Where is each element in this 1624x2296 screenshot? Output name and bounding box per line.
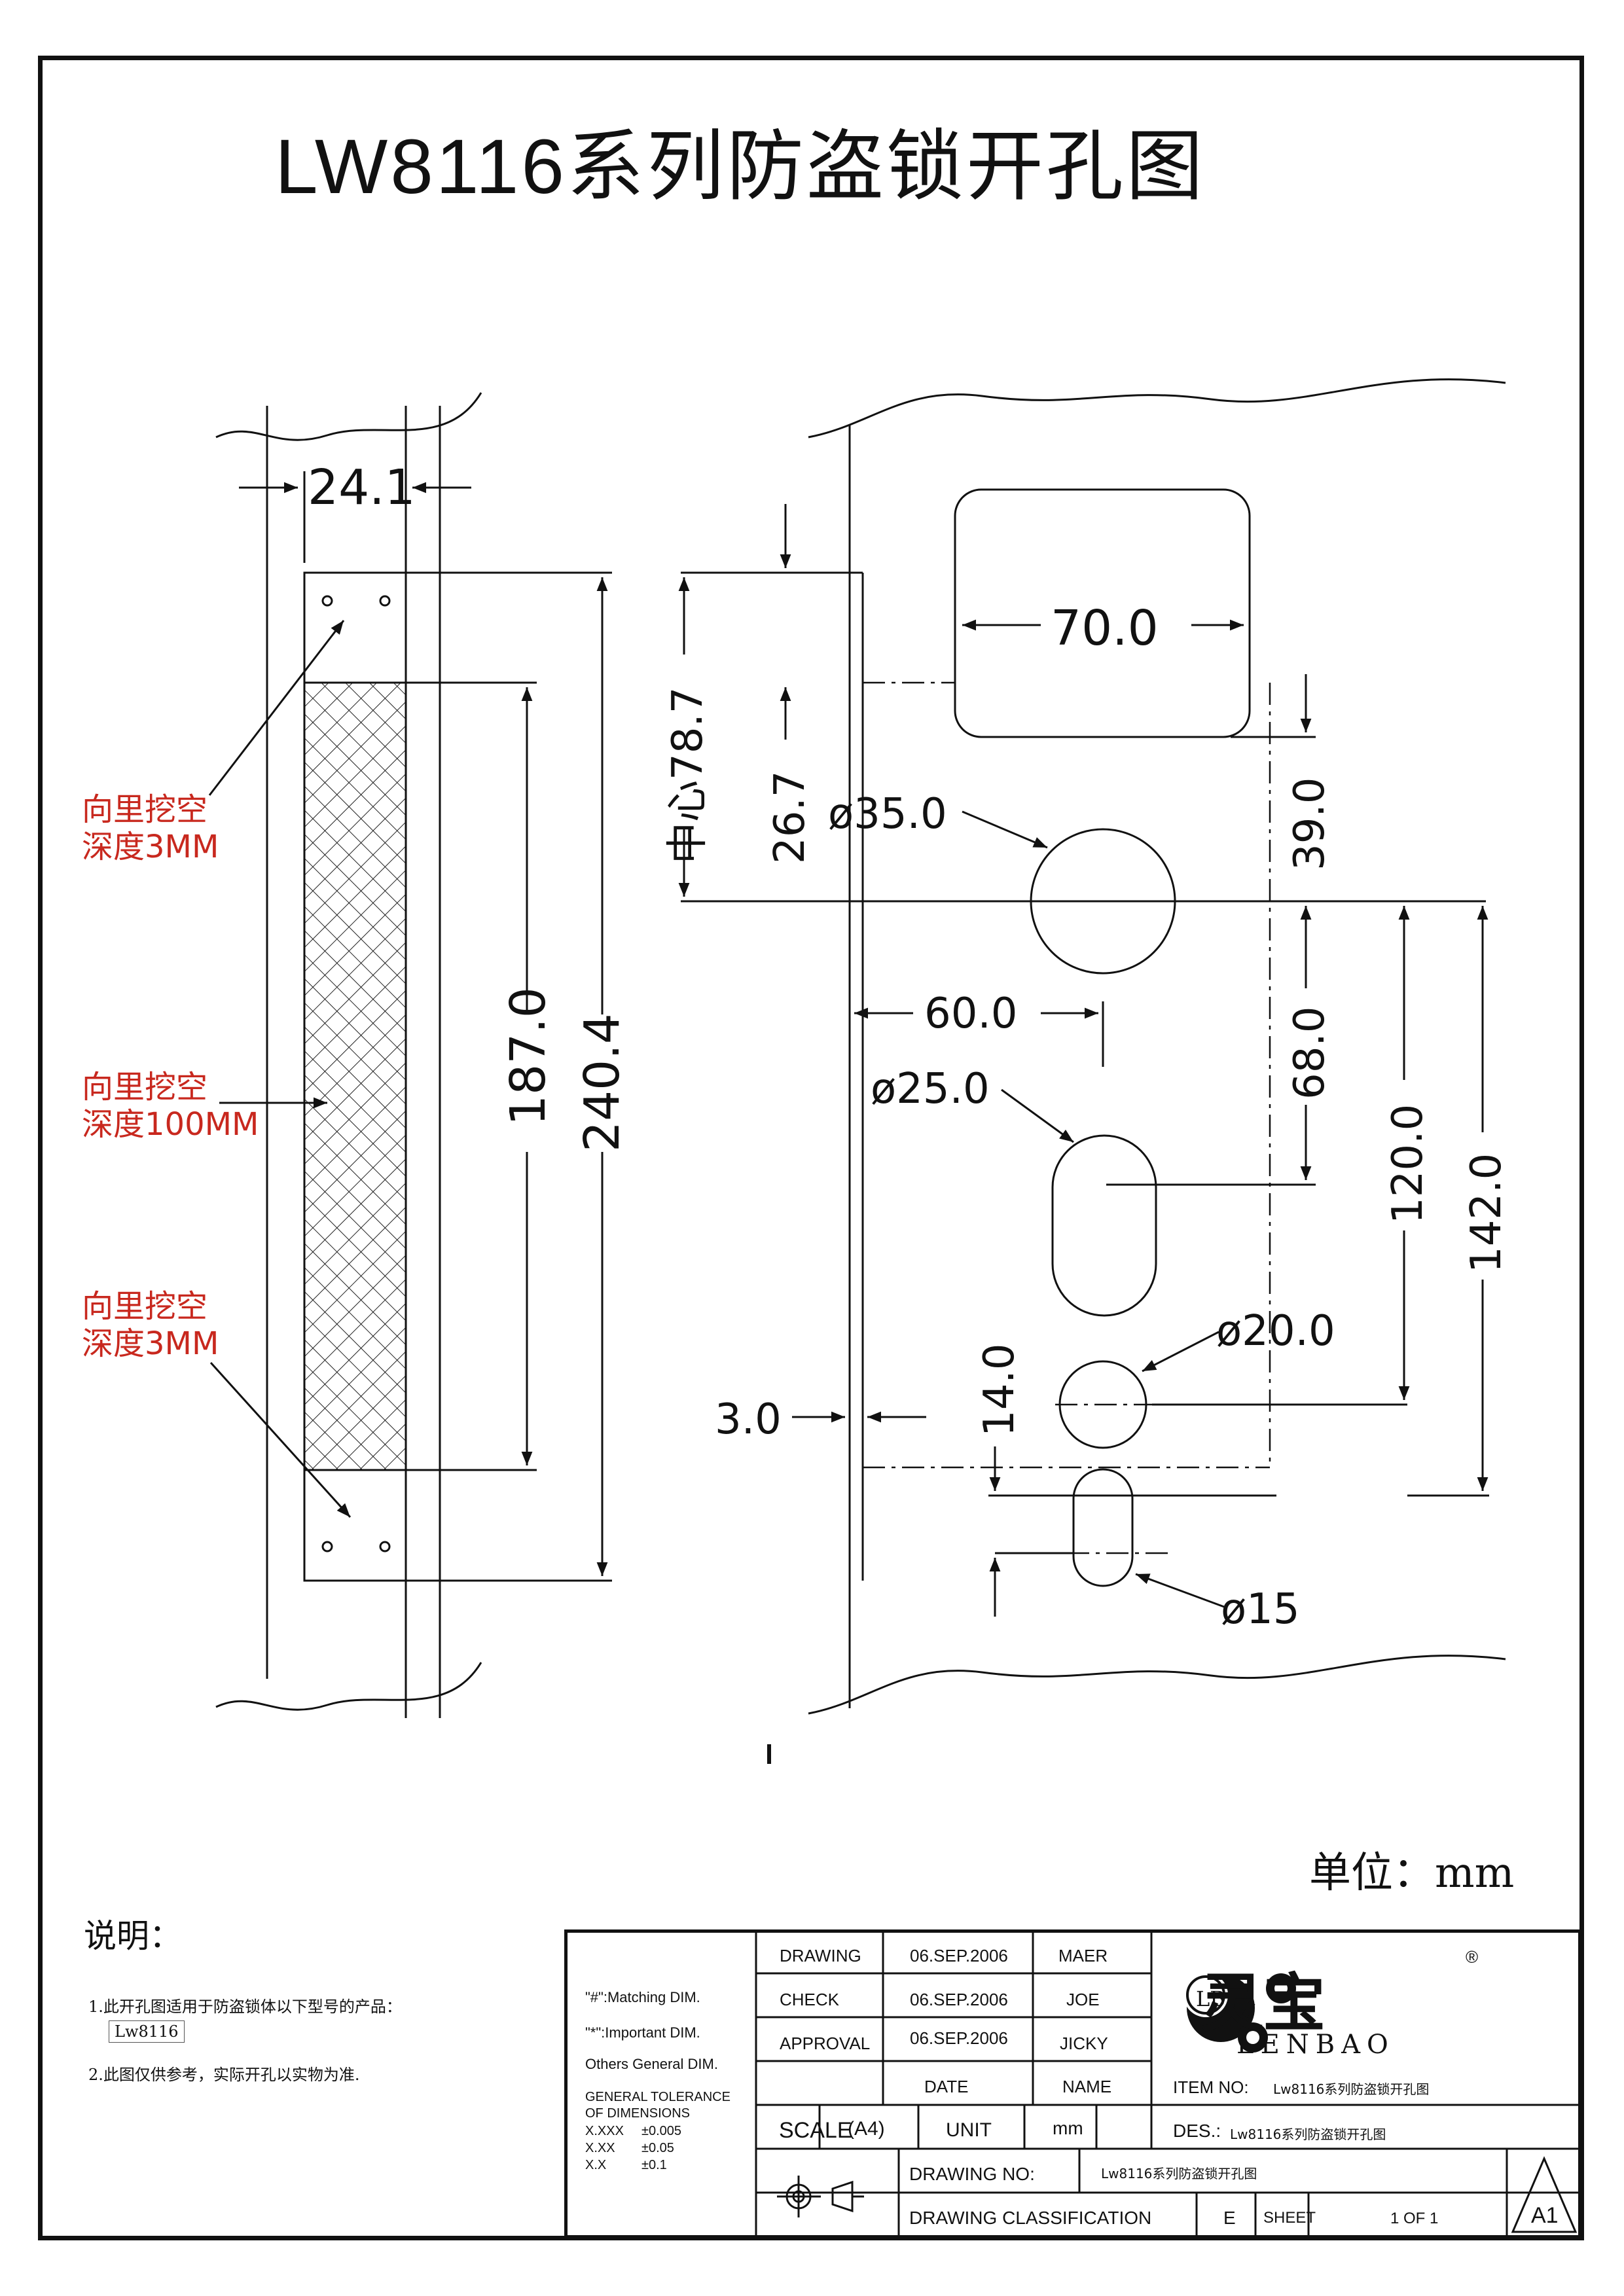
item-no-label: ITEM NO: xyxy=(1173,2077,1249,2097)
row-drawing-date: 06.SEP.2006 xyxy=(910,1946,1008,1965)
logo-letters: LB xyxy=(1196,1986,1225,2011)
left-view xyxy=(208,392,612,1718)
dim-phi20: ø20.0 xyxy=(1216,1307,1335,1355)
label-top-line2: 深度3MM xyxy=(82,829,219,865)
label-mid-line2: 深度100MM xyxy=(82,1106,259,1143)
tol-fmt-2: X.XX xyxy=(585,2141,615,2155)
dim-142: 142.0 xyxy=(1462,1153,1511,1273)
tol-val-3: ±0.1 xyxy=(641,2158,667,2172)
dim-39: 39.0 xyxy=(1286,778,1334,871)
title-block: "#":Matching DIM. "*":Important DIM. Oth… xyxy=(564,1929,1581,2238)
sheet-value: 1 OF 1 xyxy=(1390,2210,1439,2227)
dim-120: 120.0 xyxy=(1384,1104,1432,1224)
dim-phi35: ø35.0 xyxy=(828,790,947,838)
tol-fmt-3: X.X xyxy=(585,2158,607,2172)
registered-mark: ® xyxy=(1466,1947,1479,1967)
row-drawing-role: DRAWING xyxy=(780,1946,861,1965)
label-bot-line2: 深度3MM xyxy=(82,1325,219,1362)
label-top-line1: 向里挖空 xyxy=(82,791,208,828)
unit-label-tb: UNIT xyxy=(946,2119,992,2141)
des-value: Lw8116系列防盗锁开孔图 xyxy=(1230,2126,1386,2142)
scale-label: SCALE xyxy=(779,2118,852,2143)
dim-68: 68.0 xyxy=(1286,1007,1334,1100)
lenbao-logo-icon xyxy=(1183,1973,1296,2053)
dim-187: 187.0 xyxy=(500,987,556,1126)
date-header: DATE xyxy=(924,2077,969,2096)
sheet-label: SHEET xyxy=(1263,2209,1316,2227)
label-bot-line1: 向里挖空 xyxy=(82,1288,208,1325)
note-2: 2.此图仅供参考，实际开孔以实物为准. xyxy=(88,2066,360,2084)
notes-title: 说明： xyxy=(84,1917,182,1955)
des-label: DES.: xyxy=(1173,2121,1221,2141)
label-mid-line1: 向里挖空 xyxy=(82,1069,208,1105)
dim-phi15: ø15 xyxy=(1221,1585,1300,1634)
brand-cn: 灵宝 xyxy=(1200,1966,1326,2040)
model-box: Lw8116 xyxy=(109,2020,185,2043)
classification-value: E xyxy=(1223,2208,1236,2228)
dim-24-1: 24.1 xyxy=(308,459,416,516)
legend-important: "*":Important DIM. xyxy=(585,2024,700,2041)
row-check-name: JOE xyxy=(1066,1990,1100,2009)
tol-val-1: ±0.005 xyxy=(641,2124,682,2138)
row-approval-name: JICKY xyxy=(1060,2034,1108,2053)
title-block-grid xyxy=(755,1929,1581,2238)
name-header: NAME xyxy=(1062,2077,1112,2096)
drawing-title: LW8116系列防盗锁开孔图 xyxy=(275,124,1206,210)
unit-value-tb: mm xyxy=(1053,2118,1083,2138)
dim-phi25: ø25.0 xyxy=(871,1065,990,1113)
row-check-role: CHECK xyxy=(780,1990,840,2009)
right-view xyxy=(678,378,1506,1764)
classification-label: DRAWING CLASSIFICATION xyxy=(909,2208,1152,2228)
note-1: 1.此开孔图适用于防盗锁体以下型号的产品： xyxy=(88,1998,402,2016)
legend-matching: "#":Matching DIM. xyxy=(585,1989,700,2005)
legend-general: Others General DIM. xyxy=(585,2056,718,2072)
unit-label: 单位：mm xyxy=(1309,1849,1515,1897)
drawing-no-value: Lw8116系列防盗锁开孔图 xyxy=(1101,2166,1257,2181)
tol-fmt-1: X.XXX xyxy=(585,2124,624,2138)
tolerance-title-1: GENERAL TOLERANCE xyxy=(585,2090,731,2104)
brand-en: LENBAO xyxy=(1236,2030,1395,2060)
row-approval-role: APPROVAL xyxy=(780,2034,871,2053)
dim-14: 14.0 xyxy=(975,1344,1024,1437)
dim-26-7: 26.7 xyxy=(766,771,814,865)
dim-70: 70.0 xyxy=(1051,600,1159,656)
row-drawing-name: MAER xyxy=(1058,1946,1108,1965)
item-no-value: Lw8116系列防盗锁开孔图 xyxy=(1273,2081,1430,2097)
row-check-date: 06.SEP.2006 xyxy=(910,1990,1008,2009)
tol-val-2: ±0.05 xyxy=(641,2141,674,2155)
dim-78-7: 中心78.7 xyxy=(664,687,712,865)
dim-3: 3.0 xyxy=(715,1395,782,1444)
tolerance-title-2: OF DIMENSIONS xyxy=(585,2106,691,2121)
row-approval-date: 06.SEP.2006 xyxy=(910,2028,1008,2048)
dim-60: 60.0 xyxy=(924,990,1018,1038)
drawing-no-label: DRAWING NO: xyxy=(909,2164,1035,2184)
scale-value: (A4) xyxy=(848,2118,885,2140)
dim-240-4: 240.4 xyxy=(574,1013,630,1152)
size-mark: A1 xyxy=(1531,2203,1559,2228)
